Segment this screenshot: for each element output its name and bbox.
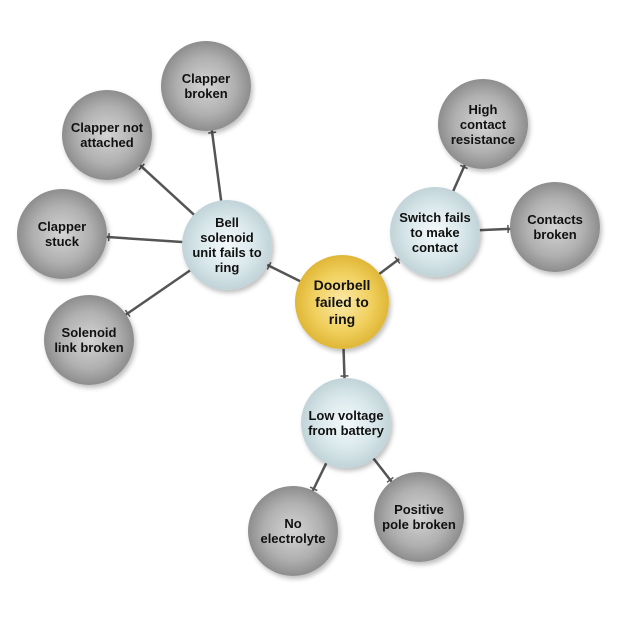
edge-end-marker — [459, 164, 468, 170]
node-high-contact-resistance[interactable]: High contact resistance — [438, 79, 528, 169]
edge-bell-solenoid_link — [124, 268, 193, 317]
node-label: Clapper broken — [181, 71, 231, 101]
node-label: Low voltage from battery — [308, 408, 384, 438]
node-label: High contact resistance — [450, 101, 516, 147]
node-solenoid-link-broken[interactable]: Solenoid link broken — [44, 295, 134, 385]
node-doorbell-failed[interactable]: Doorbell failed to ring — [295, 255, 389, 349]
edge-end-marker — [309, 486, 318, 492]
edge-bell-clapper_stuck — [105, 235, 185, 244]
edge-end-marker — [138, 163, 145, 171]
node-label: Doorbell failed to ring — [313, 276, 371, 327]
edge-end-marker — [124, 309, 131, 318]
edge-voltage-no_electrolyte — [311, 461, 329, 493]
node-label: Contacts broken — [527, 212, 583, 242]
edge-bell-clapper_not_attached — [138, 163, 197, 217]
edge-end-marker — [394, 256, 401, 264]
node-no-electrolyte[interactable]: No electrolyte — [248, 486, 338, 576]
node-clapper-not-attached[interactable]: Clapper not attached — [62, 90, 152, 180]
node-label: Switch fails to make contact — [399, 209, 471, 255]
node-positive-pole-broken[interactable]: Positive pole broken — [374, 472, 464, 562]
node-label: Positive pole broken — [382, 502, 456, 532]
node-label: Bell solenoid unit fails to ring — [192, 215, 262, 275]
edge-root-voltage — [342, 346, 346, 380]
node-clapper-broken[interactable]: Clapper broken — [161, 41, 251, 131]
node-clapper-stuck[interactable]: Clapper stuck — [17, 189, 107, 279]
edge-voltage-positive_pole — [371, 456, 393, 484]
node-contacts-broken[interactable]: Contacts broken — [510, 182, 600, 272]
node-label: Clapper stuck — [37, 219, 87, 249]
edge-bell-clapper_broken — [210, 129, 223, 203]
edge-root-bell — [265, 263, 303, 284]
edge-end-marker — [266, 261, 272, 270]
edge-end-marker — [386, 476, 394, 483]
node-label: Solenoid link broken — [54, 325, 124, 355]
node-label: No electrolyte — [260, 516, 326, 546]
edge-end-marker — [107, 233, 110, 242]
node-bell-solenoid[interactable]: Bell solenoid unit fails to ring — [182, 200, 272, 290]
node-label: Clapper not attached — [70, 120, 144, 150]
edge-switch-high_contact — [451, 163, 467, 194]
node-switch-fails[interactable]: Switch fails to make contact — [390, 187, 480, 277]
edge-end-marker — [208, 131, 217, 134]
edge-switch-contacts_broken — [477, 227, 512, 232]
edge-root-switch — [377, 257, 401, 276]
node-low-voltage[interactable]: Low voltage from battery — [301, 378, 391, 468]
